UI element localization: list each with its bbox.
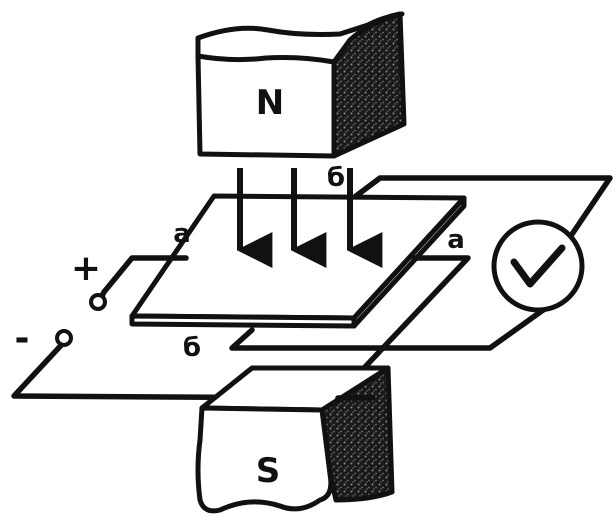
south-magnet: S (195, 365, 395, 514)
contact-b-top-label: б (327, 163, 345, 193)
field-arrows-front (236, 196, 383, 268)
minus-terminal-icon (55, 329, 73, 347)
plus-terminal-icon (89, 293, 107, 311)
voltmeter-dial (491, 219, 585, 313)
wire-voltmeter-to-contact (229, 295, 563, 351)
wire-top-to-voltmeter (353, 175, 613, 255)
south-pole-label: S (256, 451, 281, 491)
plate-side-edge (351, 195, 467, 329)
contact-a-left-label: a (173, 219, 191, 249)
contact-a-right-label: a (447, 225, 465, 255)
north-magnet-front (195, 53, 337, 159)
wire-right-a-lead (327, 255, 471, 407)
plus-label: + (71, 248, 101, 289)
contact-b-bottom-label: б (183, 333, 201, 363)
north-pole-label: N (256, 83, 284, 123)
minus-label: - (15, 318, 30, 359)
voltmeter-icon (491, 219, 585, 313)
south-magnet-front (195, 405, 334, 514)
plate-front-edge (129, 313, 357, 329)
north-magnet: N (195, 11, 407, 159)
voltmeter-check-mark (510, 244, 566, 288)
semiconductor-plate (129, 193, 467, 329)
